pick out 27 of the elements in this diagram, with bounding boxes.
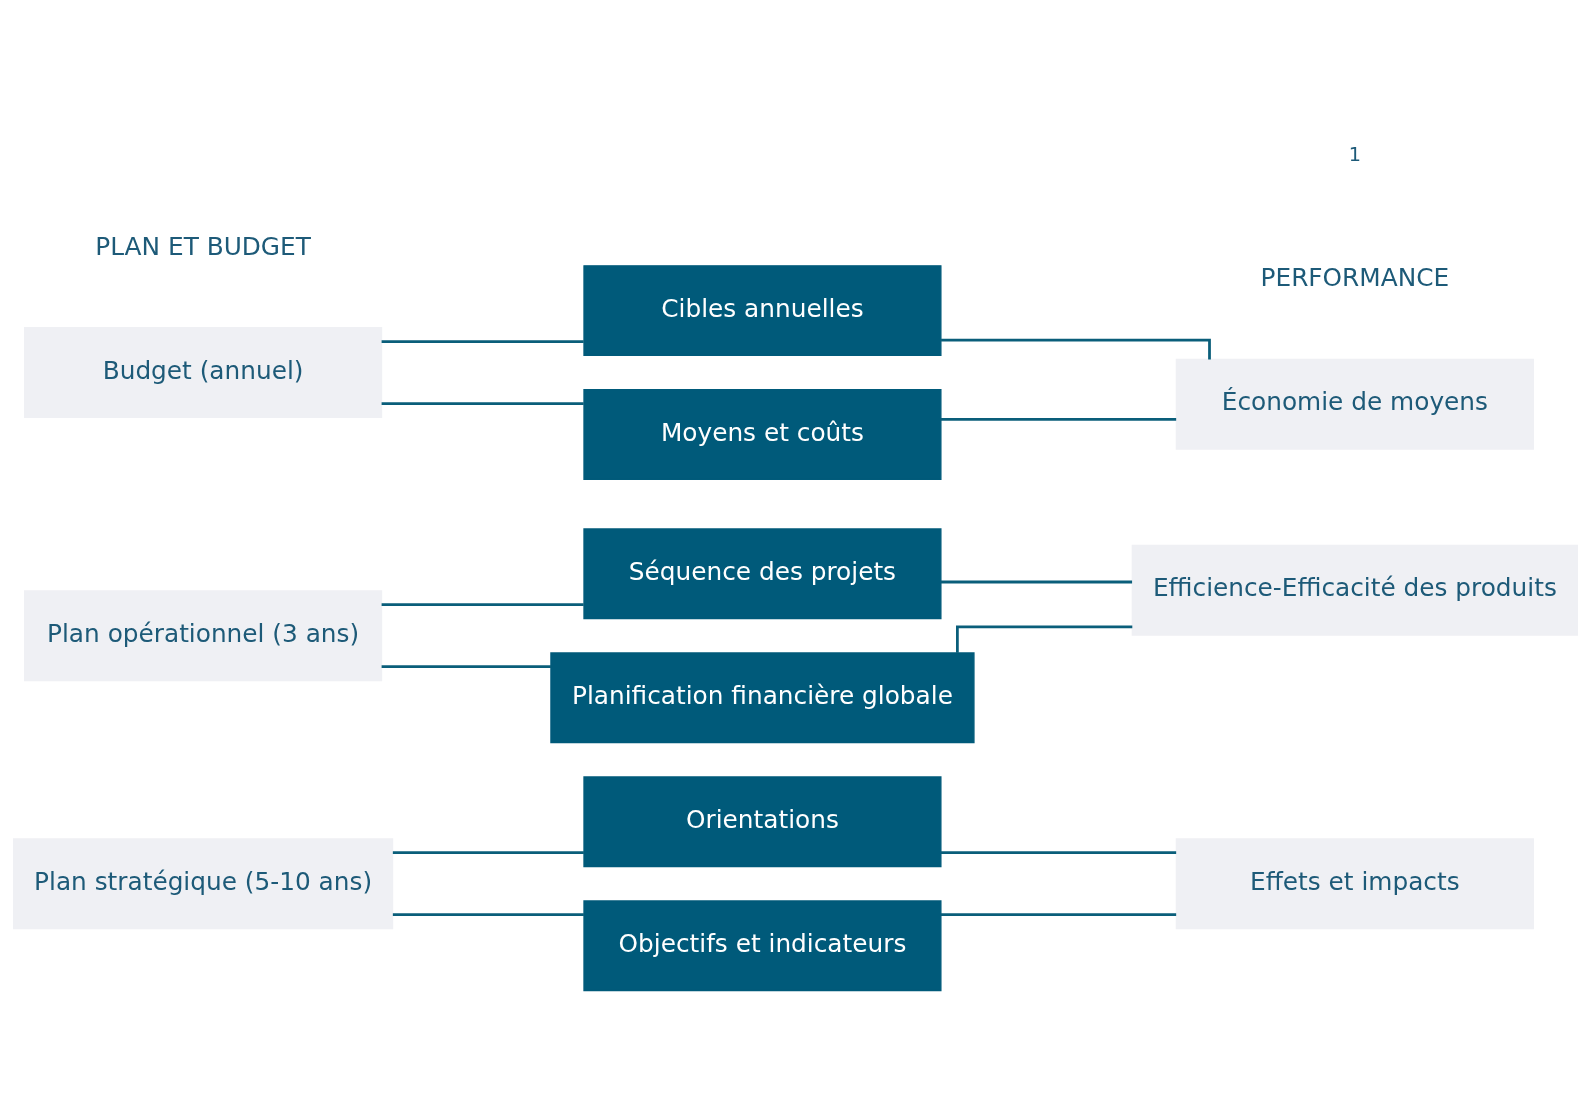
connector: [941, 912, 1177, 916]
connector: [956, 624, 1133, 653]
node-box: Moyens et coûts: [583, 388, 942, 480]
connector: [381, 602, 584, 606]
connector: [381, 664, 551, 668]
node-box: Économie de moyens: [1175, 358, 1534, 450]
connector: [941, 338, 1211, 359]
node-box: Orientations: [583, 775, 942, 867]
label: PLAN ET BUDGET: [95, 231, 311, 261]
connector: [381, 339, 584, 343]
connector: [941, 417, 1177, 421]
node-box: Efficience-Efficacité des produits: [1131, 544, 1579, 636]
node-box: Séquence des projets: [583, 527, 942, 619]
node-box: Cibles annuelles: [583, 264, 942, 356]
node-box: Plan stratégique (5-10 ans): [12, 837, 394, 929]
label: PERFORMANCE: [1260, 262, 1450, 292]
node-box: Budget (annuel): [24, 326, 383, 418]
node-box: Effets et impacts: [1175, 837, 1534, 929]
node-box: Plan opérationnel (3 ans): [24, 589, 383, 681]
node-box: Planification financière globale: [550, 651, 975, 743]
connector: [941, 580, 1133, 583]
connector: [381, 401, 584, 405]
connector: [392, 912, 584, 916]
label: 1: [1348, 142, 1361, 166]
node-box: Objectifs et indicateurs: [583, 899, 942, 991]
connector: [392, 850, 584, 854]
connector: [941, 850, 1177, 854]
